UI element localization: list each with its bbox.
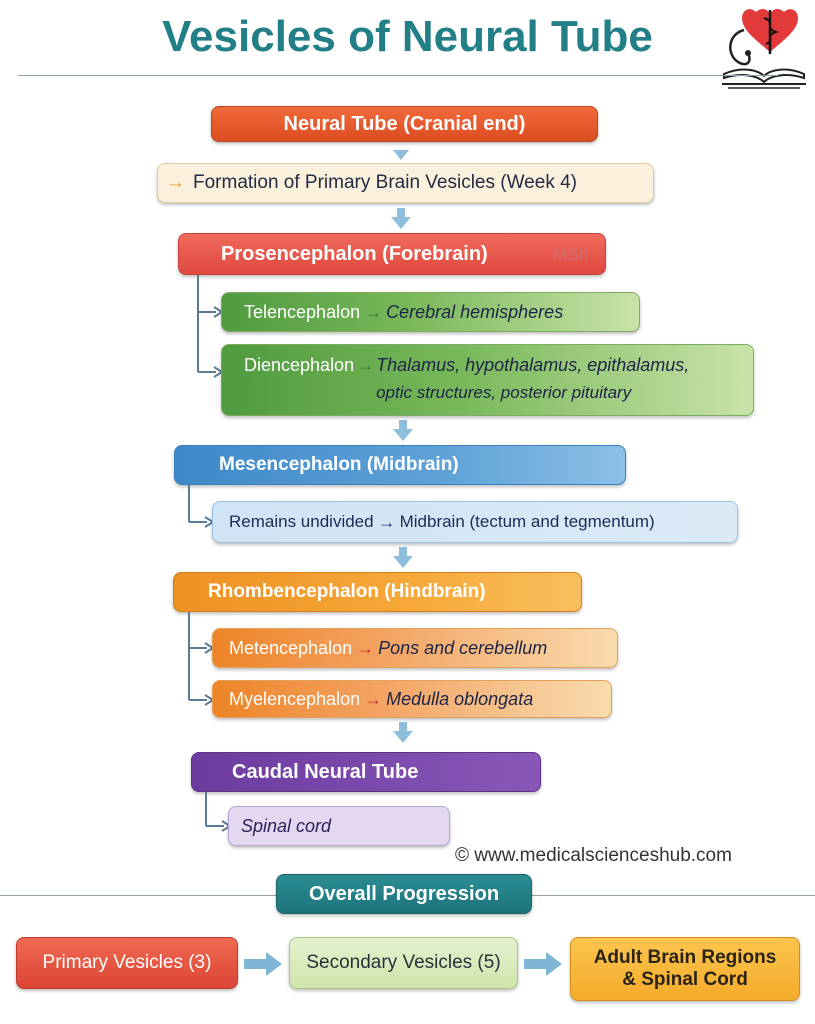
caudal-neural-tube-label: Caudal Neural Tube xyxy=(232,760,419,783)
down-arrow-icon xyxy=(391,208,411,229)
telencephalon-label: Telencephalon xyxy=(244,301,361,322)
diencephalon-label: Diencephalon xyxy=(244,355,355,375)
myelencephalon-label: Myelencephalon xyxy=(229,688,361,709)
adult-brain-regions-line2: & Spinal Cord xyxy=(622,969,748,990)
adult-brain-regions-box: Adult Brain Regions & Spinal Cord xyxy=(570,937,800,1001)
arrow-right-icon: → xyxy=(364,301,383,322)
title-divider xyxy=(18,75,778,76)
rhombencephalon-label: Rhombencephalon (Hindbrain) xyxy=(208,581,486,602)
rhombencephalon-box: Rhombencephalon (Hindbrain) xyxy=(173,572,582,612)
spinal-cord-box: Spinal cord xyxy=(228,806,450,846)
myelencephalon-box: Myelencephalon → Medulla oblongata xyxy=(212,680,612,718)
prosencephalon-label: Prosencephalon (Forebrain) xyxy=(221,242,488,265)
telencephalon-box: Telencephalon → Cerebral hemispheres xyxy=(221,292,640,332)
copyright-credit: © www.medicalscienceshub.com xyxy=(455,845,732,866)
diencephalon-result-line2: optic structures, posterior pituitary xyxy=(376,383,632,402)
arrow-right-icon xyxy=(524,952,562,976)
arrow-right-icon: → xyxy=(364,688,383,709)
mesencephalon-box: Mesencephalon (Midbrain) xyxy=(174,445,626,485)
caudal-neural-tube-box: Caudal Neural Tube xyxy=(191,752,541,792)
secondary-vesicles-label: Secondary Vesicles (5) xyxy=(306,952,501,973)
progression-divider-right xyxy=(532,895,815,896)
down-arrow-icon xyxy=(393,722,413,743)
telencephalon-result: Cerebral hemispheres xyxy=(386,301,564,322)
logo-icon xyxy=(722,9,806,89)
progression-divider-left xyxy=(0,895,276,896)
mesencephalon-label: Mesencephalon (Midbrain) xyxy=(219,454,459,475)
remains-undivided-box: Remains undivided → Midbrain (tectum and… xyxy=(212,501,738,543)
down-arrow-icon xyxy=(393,547,413,568)
down-arrow-icon xyxy=(393,420,413,441)
spinal-cord-label: Spinal cord xyxy=(241,815,332,836)
diencephalon-box: Diencephalon → Thalamus, hypothalamus, e… xyxy=(221,344,754,416)
metencephalon-box: Metencephalon → Pons and cerebellum xyxy=(212,628,618,668)
logo xyxy=(718,4,810,92)
prosencephalon-box: Prosencephalon (Forebrain) xyxy=(178,233,606,275)
down-arrow-icon xyxy=(393,150,409,160)
diencephalon-result-line1: Thalamus, hypothalamus, epithalamus, xyxy=(376,355,690,375)
arrow-right-icon xyxy=(244,952,282,976)
arrow-right-icon: → xyxy=(356,637,375,658)
primary-vesicles-box: Primary Vesicles (3) xyxy=(16,937,238,989)
formation-box: → Formation of Primary Brain Vesicles (W… xyxy=(157,163,654,203)
metencephalon-label: Metencephalon xyxy=(229,637,353,658)
overall-progression-label: Overall Progression xyxy=(308,882,500,905)
formation-label: Formation of Primary Brain Vesicles (Wee… xyxy=(193,172,577,193)
primary-vesicles-label: Primary Vesicles (3) xyxy=(42,952,212,973)
arrow-right-icon: → xyxy=(377,511,396,532)
remains-undivided-result: Midbrain (tectum and tegmentum) xyxy=(399,512,655,531)
neural-tube-box: Neural Tube (Cranial end) xyxy=(211,106,598,142)
page-title: Vesicles of Neural Tube xyxy=(162,12,653,61)
metencephalon-result: Pons and cerebellum xyxy=(378,637,548,658)
myelencephalon-result: Medulla oblongata xyxy=(386,688,534,709)
neural-tube-label: Neural Tube (Cranial end) xyxy=(283,112,526,135)
arrow-right-icon: → xyxy=(356,355,375,375)
overall-progression-box: Overall Progression xyxy=(276,874,532,914)
watermark: MSh xyxy=(553,245,588,264)
adult-brain-regions-line1: Adult Brain Regions xyxy=(593,947,777,968)
secondary-vesicles-box: Secondary Vesicles (5) xyxy=(289,937,518,989)
remains-undivided-label: Remains undivided xyxy=(229,512,374,531)
formation-arrow-icon: → xyxy=(166,172,185,193)
